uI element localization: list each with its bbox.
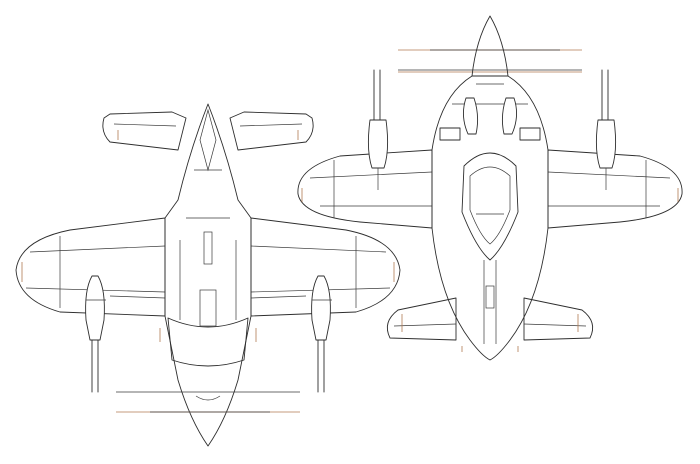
tail-spine	[461, 260, 519, 352]
underside-view	[15, 103, 401, 447]
nacelle-left	[85, 275, 106, 393]
nacelle-right	[311, 275, 332, 393]
nacelle-top-left	[367, 69, 389, 190]
top-view	[297, 15, 683, 361]
nacelle-top-right	[595, 69, 617, 190]
fuselage-top	[431, 75, 549, 361]
tailplane-top	[386, 297, 594, 341]
tailplane-right	[229, 111, 314, 151]
nose-spinner	[471, 15, 509, 77]
main-wing-top	[297, 149, 683, 229]
propeller-lines-top	[398, 49, 582, 73]
fuselage-underside	[159, 103, 257, 447]
propeller-lines-underside	[116, 391, 300, 413]
tailplane-left	[102, 111, 187, 151]
canopy	[461, 152, 519, 261]
main-wing	[15, 217, 401, 317]
